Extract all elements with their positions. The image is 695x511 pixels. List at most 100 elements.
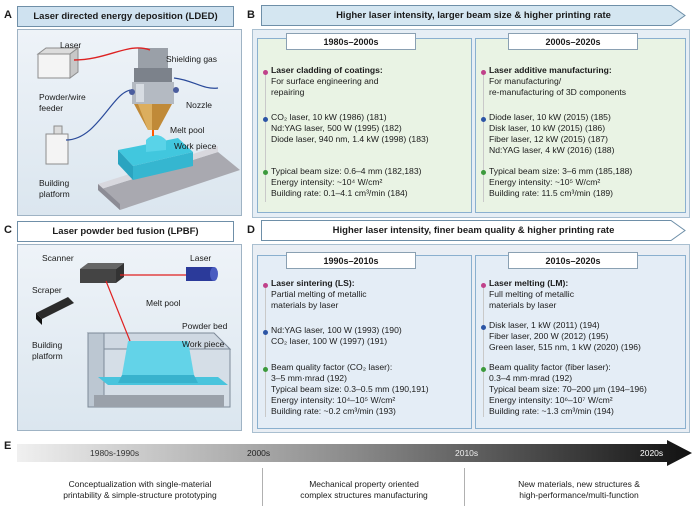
timeline-arrow-shape xyxy=(17,440,692,466)
phase-desc-line: Mechanical property oriented xyxy=(309,479,419,489)
blue-dot xyxy=(481,117,486,122)
application-title: Laser cladding of coatings: xyxy=(271,65,383,75)
param-entry: Energy intensity: ~10⁵ W/cm² xyxy=(489,177,601,187)
panel-c-title: Laser powder bed fusion (LPBF) xyxy=(17,221,234,242)
param-entry: Energy intensity: ~10⁴ W/cm² xyxy=(271,177,383,187)
panel-b-left-application: Laser cladding of coatings: For surface … xyxy=(271,65,383,98)
pink-dot xyxy=(263,283,268,288)
panel-b-right-lasers: Diode laser, 10 kW (2015) (185) Disk las… xyxy=(489,112,614,156)
timeline-era: 2020s xyxy=(640,448,664,458)
timeline-divider xyxy=(262,468,263,506)
application-desc-line: For manufacturing/ xyxy=(489,76,562,86)
lded-drawing xyxy=(36,47,240,210)
label-platform-line1: Building xyxy=(32,340,63,350)
panel-d-left-params: Beam quality factor (CO₂ laser): 3–5 mm·… xyxy=(271,362,429,417)
param-entry: Building rate: ~1.3 cm³/min (194) xyxy=(489,406,614,416)
phase-desc-line: New materials, new structures & xyxy=(518,479,640,489)
lded-illustration: Laser Shielding gas Powder/wire feeder N… xyxy=(17,29,242,216)
param-entry: Energy intensity: 10⁶–10⁷ W/cm² xyxy=(489,395,613,405)
label-feeder-line1: Powder/wire xyxy=(39,92,86,102)
panel-b-right-application: Laser additive manufacturing: For manufa… xyxy=(489,65,626,98)
lpbf-illustration: Scanner Laser Scraper Melt pool Powder b… xyxy=(17,244,242,431)
panel-b-right-column xyxy=(475,38,686,213)
panel-a-letter: A xyxy=(4,9,12,21)
panel-b-left-column xyxy=(257,38,472,213)
label-laser: Laser xyxy=(190,253,212,263)
pink-dot xyxy=(263,70,268,75)
application-title: Laser sintering (LS): xyxy=(271,278,355,288)
green-dot xyxy=(481,367,486,372)
application-desc-line: Partial melting of metallic xyxy=(271,289,367,299)
laser-entry: Nd:YAG laser, 100 W (1993) (190) xyxy=(271,325,402,335)
label-powder-bed: Powder bed xyxy=(182,321,228,331)
panel-b-left-header: 1980s–2000s xyxy=(286,33,416,50)
timeline-era: 1980s-1990s xyxy=(90,448,140,458)
panel-d-right-application: Laser melting (LM): Full melting of meta… xyxy=(489,278,574,311)
laser-entry: Fiber laser, 12 kW (2015) (187) xyxy=(489,134,608,144)
laser-entry: Disk laser, 1 kW (2011) (194) xyxy=(489,320,600,330)
green-dot xyxy=(263,367,268,372)
timeline-phase-desc: New materials, new structures & high-per… xyxy=(468,479,690,501)
panel-d-right-lasers: Disk laser, 1 kW (2011) (194) Fiber lase… xyxy=(489,320,641,353)
param-entry: Typical beam size: 0.3–0.5 mm (190,191) xyxy=(271,384,429,394)
panel-d-left-connector xyxy=(265,283,266,417)
param-entry: Beam quality factor (fiber laser): xyxy=(489,362,611,372)
phase-desc-line: high-performance/multi-function xyxy=(519,490,639,500)
param-entry: Energy intensity: 10⁴–10⁵ W/cm² xyxy=(271,395,396,405)
panel-a-title: Laser directed energy deposition (LDED) xyxy=(17,6,234,27)
pink-dot xyxy=(481,70,486,75)
timeline-divider xyxy=(464,468,465,506)
application-title: Laser melting (LM): xyxy=(489,278,569,288)
application-desc-line: materials by laser xyxy=(271,300,339,310)
laser-entry: Green laser, 515 nm, 1 kW (2020) (196) xyxy=(489,342,641,352)
phase-desc-line: printability & simple-structure prototyp… xyxy=(63,490,217,500)
panel-d-right-connector xyxy=(483,283,484,417)
param-entry: Building rate: 11.5 cm³/min (189) xyxy=(489,188,614,198)
timeline-phase-desc: Mechanical property oriented complex str… xyxy=(266,479,462,501)
label-scraper: Scraper xyxy=(32,285,62,295)
panel-c-letter: C xyxy=(4,224,12,236)
label-platform-line2: platform xyxy=(39,189,70,199)
blue-dot xyxy=(481,325,486,330)
label-work-piece: Work piece xyxy=(182,339,225,349)
timeline-era: 2010s xyxy=(455,448,479,458)
label-work-piece: Work piece xyxy=(174,141,217,151)
label-melt-pool: Melt pool xyxy=(146,298,181,308)
panel-b-left-connector xyxy=(265,70,266,202)
application-desc-line: repairing xyxy=(271,87,305,97)
label-feeder-line2: feeder xyxy=(39,103,64,113)
param-entry: Typical beam size: 3–6 mm (185,188) xyxy=(489,166,633,176)
panel-d-left-column xyxy=(257,255,472,429)
blue-dot xyxy=(263,117,268,122)
timeline-era: 2000s xyxy=(247,448,271,458)
panel-d-left-lasers: Nd:YAG laser, 100 W (1993) (190) CO₂ las… xyxy=(271,325,402,347)
laser-entry: CO₂ laser, 100 W (1997) (191) xyxy=(271,336,388,346)
lpbf-drawing xyxy=(36,263,232,408)
param-entry: Building rate: ~0.2 cm³/min (193) xyxy=(271,406,396,416)
application-desc-line: re-manufacturing of 3D components xyxy=(489,87,627,97)
panel-b-right-connector xyxy=(483,70,484,202)
panel-e-letter: E xyxy=(4,440,12,452)
param-entry: Typical beam size: 70–200 μm (194–196) xyxy=(489,384,647,394)
application-desc-line: Full melting of metallic xyxy=(489,289,575,299)
param-entry: Building rate: 0.1–4.1 cm³/min (184) xyxy=(271,188,408,198)
laser-entry: Disk laser, 10 kW (2015) (186) xyxy=(489,123,606,133)
param-entry: 0.3–4 mm·mrad (192) xyxy=(489,373,573,383)
application-desc-line: materials by laser xyxy=(489,300,557,310)
laser-entry: CO₂ laser, 10 kW (1986) (181) xyxy=(271,112,387,122)
laser-entry: Fiber laser, 200 W (2012) (195) xyxy=(489,331,609,341)
panel-b-right-params: Typical beam size: 3–6 mm (185,188) Ener… xyxy=(489,166,632,199)
panel-d-banner: Higher laser intensity, finer beam quali… xyxy=(261,220,686,241)
laser-entry: Nd:YAG laser, 500 W (1995) (182) xyxy=(271,123,402,133)
phase-desc-line: complex structures manufacturing xyxy=(300,490,428,500)
laser-entry: Diode laser, 10 kW (2015) (185) xyxy=(489,112,611,122)
laser-entry: Nd:YAG laser, 4 kW (2016) (188) xyxy=(489,145,615,155)
param-entry: Beam quality factor (CO₂ laser): xyxy=(271,362,393,372)
label-platform-line2: platform xyxy=(32,351,63,361)
label-platform-line1: Building xyxy=(39,178,70,188)
panel-b-left-params: Typical beam size: 0.6–4 mm (182,183) En… xyxy=(271,166,421,199)
panel-b-right-header: 2000s–2020s xyxy=(508,33,638,50)
param-entry: Typical beam size: 0.6–4 mm (182,183) xyxy=(271,166,422,176)
green-dot xyxy=(481,170,486,175)
panel-b-letter: B xyxy=(247,9,255,21)
